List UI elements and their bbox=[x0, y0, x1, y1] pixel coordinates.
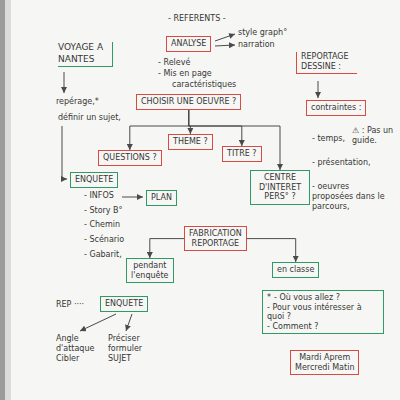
red-box: Mardi ApremMercredi Matin bbox=[290, 350, 359, 375]
note-text: - REFERENTS - bbox=[168, 14, 226, 24]
arrow bbox=[64, 72, 65, 93]
note-text: - Relevé bbox=[158, 58, 190, 68]
note-text: REPORTAGE DESSINE : bbox=[296, 52, 357, 74]
red-box: QUESTIONS ? bbox=[98, 150, 162, 166]
note-text: - Gabarit, bbox=[84, 250, 122, 260]
red-box: THEME ? bbox=[168, 134, 213, 150]
arrow bbox=[318, 81, 319, 98]
arrow bbox=[215, 45, 235, 46]
note-text: ⚠ : Pas un guide. bbox=[352, 126, 394, 146]
box-text: PLAN bbox=[151, 193, 172, 203]
note-text: - présentation, bbox=[312, 158, 371, 168]
green-box: ENQUETE bbox=[100, 296, 148, 312]
box-text: Mardi Aprem bbox=[295, 353, 354, 363]
note-text: - temps, bbox=[312, 134, 345, 144]
green-box: ENQUETE bbox=[70, 172, 118, 188]
box-text: - Pour vous intéresser à quoi ? bbox=[267, 303, 379, 322]
red-box: FABRICATION REPORTAGE bbox=[184, 226, 247, 251]
red-box: CHOISIR UNE OEUVRE ? bbox=[136, 94, 241, 110]
note-text: Préciser formuler SUJET bbox=[108, 334, 150, 364]
arrow bbox=[126, 314, 132, 331]
box-text: pendant l'enquête bbox=[131, 261, 169, 280]
box-text: ENQUETE bbox=[105, 299, 143, 309]
red-box: contraintes : bbox=[306, 100, 366, 116]
arrow bbox=[215, 34, 235, 41]
green-box: pendant l'enquête bbox=[126, 258, 174, 283]
note-text: - Mis en page bbox=[158, 69, 212, 79]
box-text: en classe bbox=[277, 265, 314, 275]
connector-arrow bbox=[150, 239, 184, 258]
note-text: - Scénario bbox=[84, 235, 124, 245]
box-text: contraintes : bbox=[311, 103, 361, 113]
red-box: TITRE ? bbox=[222, 146, 262, 162]
arrow bbox=[122, 197, 143, 198]
note-text: repérage,* bbox=[56, 97, 99, 107]
title-text: VOYAGE A NANTES bbox=[58, 42, 113, 67]
box-text: CENTRE D'INTERET PERS° ? bbox=[255, 173, 305, 202]
box-text: Mercredi Matin bbox=[295, 363, 354, 373]
note-text: caractéristiques bbox=[172, 80, 236, 90]
note-text: narration bbox=[238, 40, 275, 50]
note-text: style graph° bbox=[238, 28, 287, 38]
green-box: en classe bbox=[272, 262, 319, 278]
box-text: TITRE ? bbox=[227, 149, 257, 159]
box-text: - Où vous allez ? bbox=[267, 293, 379, 303]
box-text: CHOISIR UNE OEUVRE ? bbox=[141, 97, 236, 107]
box-text: ANALYSE bbox=[171, 39, 206, 49]
box-text: * bbox=[267, 293, 271, 303]
box-text: - Comment ? bbox=[267, 322, 379, 332]
box-text: QUESTIONS ? bbox=[103, 153, 157, 163]
binding-shadow bbox=[5, 0, 11, 400]
green-box: PLAN bbox=[146, 190, 177, 206]
binding-edge bbox=[0, 0, 5, 400]
box-text: FABRICATION REPORTAGE bbox=[189, 229, 242, 248]
red-box: ANALYSE bbox=[166, 36, 211, 52]
note-text: définir un sujet, bbox=[58, 113, 121, 123]
green-box: *- Où vous allez ?- Pour vous intéresser… bbox=[262, 290, 384, 334]
green-box: CENTRE D'INTERET PERS° ? bbox=[250, 170, 310, 205]
note-text: REP ···· bbox=[56, 300, 84, 310]
note-text: Angle d'attaque Cibler bbox=[56, 334, 96, 364]
note-text: - Story B° bbox=[84, 206, 123, 216]
box-text: THEME ? bbox=[173, 137, 208, 147]
arrow bbox=[80, 314, 116, 331]
connector-arrow bbox=[247, 239, 296, 262]
note-text: - Chemin bbox=[84, 220, 120, 230]
note-text: - INFOS bbox=[84, 191, 114, 201]
arrow bbox=[62, 126, 67, 179]
note-text: - oeuvres proposées dans le parcours, bbox=[312, 182, 392, 212]
box-text: ENQUETE bbox=[75, 175, 113, 185]
